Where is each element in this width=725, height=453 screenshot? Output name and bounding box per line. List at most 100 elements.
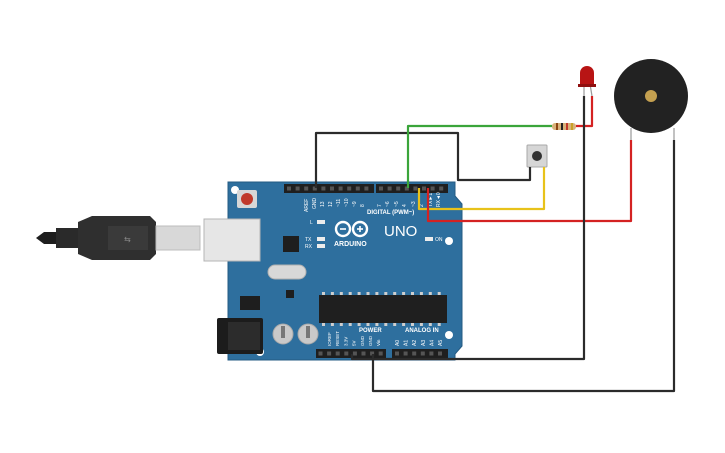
chip-pin (322, 292, 325, 295)
header-pin (361, 351, 366, 356)
header-power-label: POWER (359, 328, 382, 334)
wire-black-buzzer-gnd[interactable] (371, 140, 676, 393)
chip-pin (348, 292, 352, 295)
wire-green-pin4-resistor[interactable] (406, 124, 552, 188)
chip-pin (411, 292, 414, 295)
digital-pin-label: 7 (377, 204, 383, 207)
header-pin (429, 351, 434, 356)
label-l: L (310, 220, 313, 226)
wire-black-led-gnd[interactable] (350, 96, 586, 361)
digital-pin-label: ~9 (352, 201, 358, 207)
analog-pin-label: A5 (438, 340, 444, 346)
digital-pin-label: 2 (419, 204, 425, 207)
usb-symbol-icon: ⇆ (124, 235, 131, 244)
header-pin (422, 186, 426, 191)
chip-pin (402, 292, 406, 295)
chip-pin (322, 323, 325, 326)
header-pin (364, 186, 369, 191)
usb-b-port (203, 218, 261, 262)
reset-button[interactable] (241, 193, 253, 205)
bottom-header-pins (318, 351, 442, 356)
digital-header-pins (287, 186, 444, 191)
digital-pin-label: ~10 (344, 198, 350, 207)
resistor-band (556, 123, 558, 130)
digital-pin-label: 13 (320, 201, 326, 207)
label-rx: RX (305, 244, 313, 250)
led-rim (578, 84, 596, 87)
header-pin (379, 186, 383, 191)
header-pin (327, 351, 332, 356)
power-pin-label: IOREF (327, 332, 332, 346)
power-pin-label: 5V (352, 340, 357, 346)
header-pin (378, 351, 383, 356)
led[interactable] (578, 66, 596, 97)
usb-plug-grip (108, 226, 148, 250)
analog-pin-label: A0 (395, 340, 401, 346)
analog-pin-label: A2 (412, 340, 418, 346)
digital-pin-label: ~11 (336, 199, 342, 207)
capacitor-mark (306, 326, 310, 338)
header-pin (370, 351, 375, 356)
chip-pin (384, 292, 388, 295)
digital-pin-label: ~3 (411, 201, 417, 207)
analog-pin-label: A3 (421, 340, 427, 346)
power-pin-label: RESET (335, 331, 340, 346)
usb-cable[interactable]: ⇆ (36, 216, 201, 260)
pushbutton[interactable] (526, 144, 548, 168)
header-pin (344, 351, 349, 356)
piezo-buzzer[interactable] (614, 59, 688, 140)
mount-hole (445, 331, 453, 339)
analog-pin-label: A4 (429, 340, 435, 346)
wire-black-gnd-button[interactable] (314, 131, 532, 188)
led-rx (317, 244, 325, 248)
digital-pin-label: ~5 (394, 201, 400, 207)
digital-pin-label: TX►1 (428, 193, 434, 207)
header-pin (438, 351, 442, 356)
label-tx: TX (305, 237, 312, 243)
chip-pin (330, 323, 334, 326)
header-pin (287, 186, 291, 191)
resistor-band (566, 123, 568, 130)
chip-pin (419, 292, 423, 295)
board-model: UNO (384, 223, 417, 240)
led-on (425, 237, 433, 241)
chip-pin (384, 323, 388, 326)
header-pin (318, 351, 323, 356)
power-pin-label: 3.3V (343, 337, 348, 346)
resistor[interactable] (552, 123, 576, 130)
chip-pin (437, 323, 441, 326)
small-chip (286, 290, 294, 298)
header-pin (396, 186, 401, 191)
chip-pin (330, 292, 334, 295)
capacitor-mark (281, 326, 285, 338)
chip-pin (437, 292, 441, 295)
digital-pin-label: 12 (328, 201, 334, 207)
pushbutton-cap (532, 151, 542, 161)
chip-pin (348, 323, 352, 326)
wire-red-resistor-led[interactable] (576, 96, 594, 128)
chip-pin (339, 323, 343, 326)
header-pin (338, 186, 343, 191)
header-pin (347, 186, 352, 191)
header-pin (295, 186, 300, 191)
header-pin (430, 186, 435, 191)
chip-pin (402, 323, 406, 326)
resistor-band (571, 123, 573, 130)
chip-pin (357, 292, 361, 295)
header-digital-label: DIGITAL (PWM~) (367, 210, 414, 216)
pin-label-gnd: GND (312, 198, 318, 210)
chip-pin (393, 323, 397, 326)
wire-yellow-pin2-button[interactable] (417, 167, 546, 211)
wire-red-pin-buzzer[interactable] (426, 140, 633, 223)
header-pin (404, 186, 409, 191)
digital-pin-label: 4 (402, 204, 408, 207)
header-pin (403, 351, 408, 356)
buzzer-center (645, 90, 657, 102)
chip-pins (322, 292, 441, 326)
power-pin-label: GND (360, 335, 365, 346)
header-pin (413, 186, 418, 191)
